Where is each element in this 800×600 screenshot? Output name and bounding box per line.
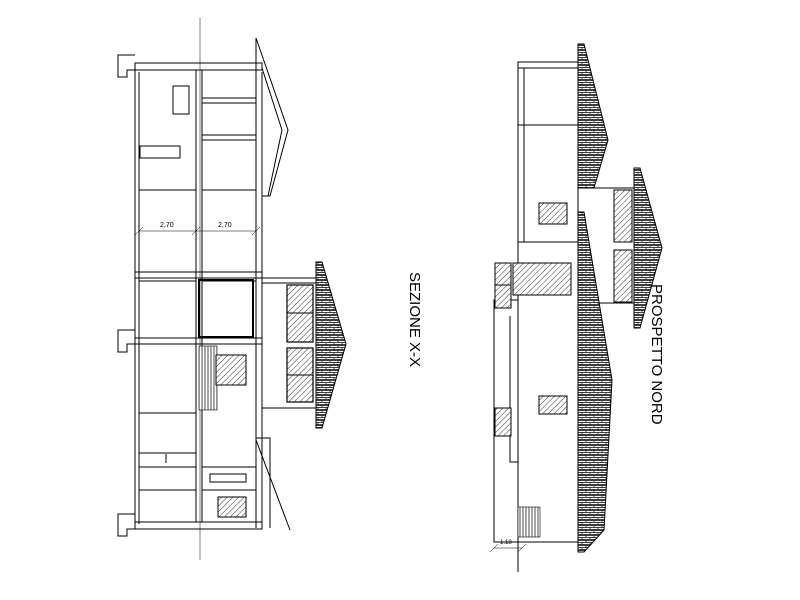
section-lower-slab xyxy=(134,337,263,345)
section-lower-roof-slope xyxy=(255,439,291,531)
section-upper-roof-inner xyxy=(261,67,283,197)
section-opening xyxy=(139,145,181,159)
elevation-title: PROSPETTO NORD xyxy=(648,284,665,425)
section-dimension-label-right: 2,70 xyxy=(218,222,232,229)
section-slab-end-bottom xyxy=(117,513,135,537)
elevation-lower-window-top xyxy=(512,262,572,296)
elevation-upper-roof xyxy=(577,43,609,189)
section-top-slab xyxy=(134,62,263,71)
elevation-lower-window-middle xyxy=(538,395,568,415)
dimension-tick xyxy=(517,543,527,553)
elevation-drawing: 1.18 xyxy=(489,43,663,572)
section-lower-roof xyxy=(256,437,271,528)
section-title: SEZIONE X-X xyxy=(406,272,423,367)
section-lower-detail xyxy=(209,473,247,483)
section-window-middle xyxy=(198,279,254,338)
elevation-lower-roof xyxy=(577,211,613,553)
section-stair xyxy=(198,345,218,411)
section-window-upper xyxy=(172,85,190,115)
section-dimension-label-left: 2,70 xyxy=(160,222,174,229)
elevation-upper-window xyxy=(538,202,568,225)
dimension-tick xyxy=(489,543,499,553)
elevation-middle-window-bottom xyxy=(613,249,633,303)
elevation-middle-window-top xyxy=(613,189,633,243)
dimension-tick xyxy=(251,226,261,236)
elevation-dimension-label: 1.18 xyxy=(500,540,512,546)
section-mid-slab xyxy=(134,271,263,279)
section-drawing: 2,70 2,70 xyxy=(117,18,347,560)
dimension-tick xyxy=(134,226,144,236)
section-slab-end-mid xyxy=(117,329,135,353)
section-lower-hatched xyxy=(217,496,247,518)
section-bottom-slab xyxy=(134,521,263,530)
section-slab-end-top xyxy=(117,54,135,78)
elevation-recess xyxy=(509,316,518,463)
section-annex-roof xyxy=(315,261,347,429)
section-shutter-hatched xyxy=(215,354,247,386)
dimension-tick xyxy=(191,226,201,236)
elevation-base-stair xyxy=(517,506,541,538)
elevation-middle-roof xyxy=(633,167,663,329)
section-upper-roof xyxy=(255,37,289,197)
elevation-side-window-lower xyxy=(494,407,512,437)
